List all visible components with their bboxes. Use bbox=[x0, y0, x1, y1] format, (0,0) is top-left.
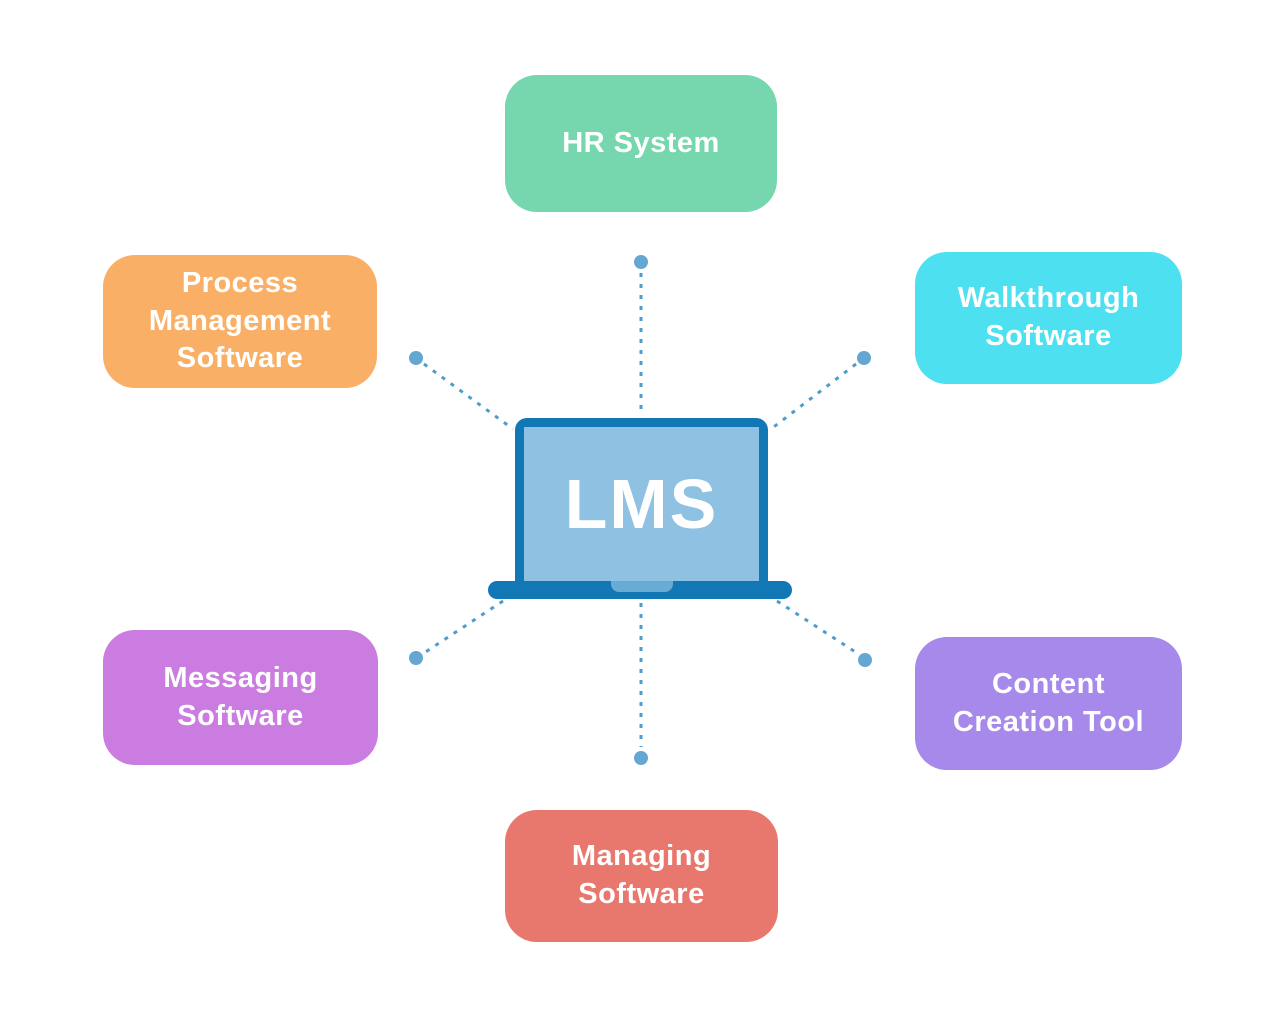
connector-process-management bbox=[423, 362, 514, 431]
connector-dot-managing bbox=[634, 751, 648, 765]
node-messaging-software-label: Messaging Software bbox=[163, 661, 318, 732]
lms-center-label: LMS bbox=[564, 464, 719, 543]
connector-content-creation bbox=[776, 599, 858, 655]
connector-walkthrough bbox=[770, 362, 857, 431]
connector-dot-content-creation bbox=[858, 653, 872, 667]
node-content-creation-tool: Content Creation Tool bbox=[915, 637, 1182, 770]
node-managing-software: Managing Software bbox=[505, 810, 778, 942]
laptop-notch bbox=[611, 581, 673, 592]
node-hr-system: HR System bbox=[505, 75, 777, 212]
connector-dot-walkthrough bbox=[857, 351, 871, 365]
connector-dot-messaging bbox=[409, 651, 423, 665]
connector-dot-hr-system bbox=[634, 255, 648, 269]
connector-messaging bbox=[423, 599, 504, 655]
laptop-screen: LMS bbox=[524, 427, 759, 588]
node-content-creation-tool-label: Content Creation Tool bbox=[952, 667, 1145, 738]
node-messaging-software: Messaging Software bbox=[103, 630, 378, 765]
node-walkthrough-software-label: Walkthrough Software bbox=[957, 282, 1140, 352]
node-managing-software-label: Managing Software bbox=[571, 840, 712, 910]
node-process-management-software: Process Management Software bbox=[103, 255, 377, 388]
node-process-management-software-label: Process Management Software bbox=[148, 266, 332, 375]
node-walkthrough-software: Walkthrough Software bbox=[915, 252, 1182, 384]
node-hr-system-label: HR System bbox=[562, 126, 720, 159]
connector-dot-process-management bbox=[409, 351, 423, 365]
laptop-icon: LMS bbox=[515, 418, 768, 588]
